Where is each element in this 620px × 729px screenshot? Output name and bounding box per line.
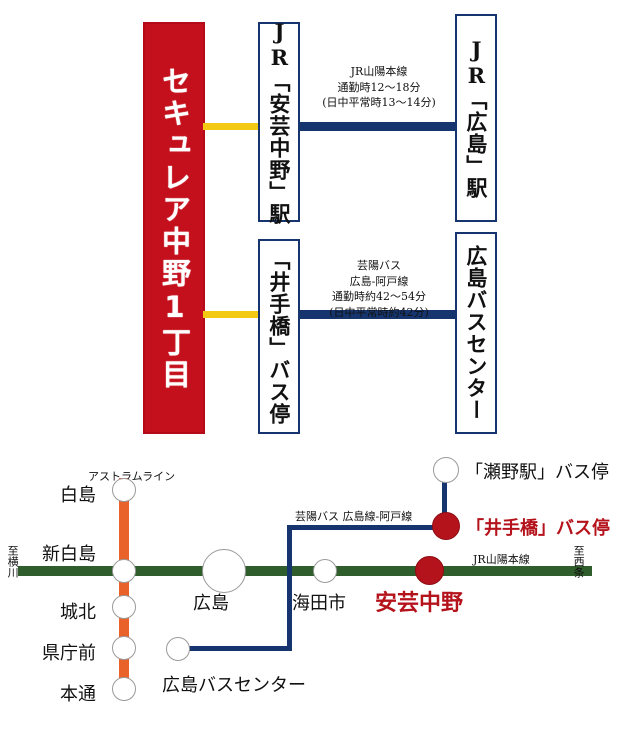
terminus-label-east: 至西条 [572, 545, 586, 578]
destination-box-bus: 広島バスセンター [455, 232, 497, 434]
origin-label-rail: JR「安芸中野」駅 [266, 19, 292, 225]
route-caption-rail-line-2: 通勤時12〜18分 [337, 80, 421, 94]
station-marker-hondori[interactable] [112, 677, 136, 701]
bus-line-segment-2 [287, 525, 292, 651]
bus-line-segment-4 [442, 470, 447, 530]
origin-label-bus: 「井手橋」バス停 [266, 248, 292, 425]
terminus-label-west: 至横川 [6, 545, 20, 578]
route-caption-rail-line-1: JR山陽本線 [350, 65, 408, 78]
bus-stop-marker-senoeki[interactable] [433, 457, 459, 483]
station-marker-johoku[interactable] [112, 595, 136, 619]
station-label-kaitaichi: 海田市 [292, 593, 346, 614]
destination-box-rail: JR「広島」駅 [455, 14, 497, 222]
station-marker-shin-hakushima[interactable] [112, 559, 136, 583]
station-label-hondori: 本通 [60, 684, 96, 705]
route-line-bus [297, 310, 460, 319]
property-banner: セキュレア中野1丁目 [143, 22, 205, 434]
station-label-hiroshima: 広島 [193, 593, 229, 614]
bus-stop-label-hiroshima-bus-center: 広島バスセンター [162, 675, 306, 696]
access-route-diagram: セキュレア中野1丁目 JR「安芸中野」駅 「井手橋」バス停 JR「広島」駅 広島… [143, 14, 497, 434]
origin-box-rail: JR「安芸中野」駅 [258, 19, 300, 225]
route-caption-rail: JR山陽本線 通勤時12〜18分 (日中平常時13〜14分) [303, 64, 455, 111]
bus-stop-marker-hiroshima-bus-center[interactable] [166, 637, 190, 661]
bus-line-label: 芸陽バス 広島線-阿戸線 [295, 510, 413, 523]
station-marker-hiroshima[interactable] [202, 549, 246, 593]
station-marker-hakushima[interactable] [112, 478, 136, 502]
route-caption-bus-line-1: 芸陽バス [357, 259, 401, 272]
bus-stop-marker-idebashi[interactable] [432, 512, 460, 540]
jr-line-label: JR山陽本線 [473, 553, 530, 566]
station-label-hakushima: 白島 [60, 485, 96, 506]
connector-link-rail [203, 123, 263, 130]
route-caption-bus-line-4: (日中平常時約42分) [329, 305, 429, 319]
bus-line-segment-1 [178, 646, 292, 651]
bus-stop-label-senoeki: 「瀬野駅」バス停 [465, 462, 609, 483]
bus-line-segment-3 [287, 525, 447, 530]
route-caption-rail-line-3: (日中平常時13〜14分) [322, 96, 436, 110]
jr-sanyo-line [18, 566, 592, 576]
station-label-johoku: 城北 [60, 602, 96, 623]
station-label-shin-hakushima: 新白島 [42, 544, 96, 565]
astram-line [119, 478, 129, 697]
station-label-aki-nakano: 安芸中野 [375, 590, 464, 616]
route-caption-bus-line-3: 通勤時約42〜54分 [332, 290, 426, 304]
origin-box-bus: 「井手橋」バス停 [258, 239, 300, 434]
destination-label-rail: JR「広島」駅 [463, 37, 489, 199]
station-marker-kenchomae[interactable] [112, 636, 136, 660]
route-line-rail [297, 122, 460, 131]
bus-stop-label-idebashi: 「井手橋」バス停 [466, 518, 610, 539]
route-caption-bus-line-2: 広島-阿戸線 [349, 274, 409, 288]
property-name: セキュレア中野1丁目 [157, 65, 192, 391]
destination-label-bus: 広島バスセンター [463, 245, 489, 421]
station-marker-aki-nakano[interactable] [415, 556, 444, 585]
astram-line-label: アストラムライン [88, 470, 176, 483]
station-label-kenchomae: 県庁前 [42, 643, 96, 664]
station-marker-kaitaichi[interactable] [313, 559, 337, 583]
connector-link-bus [203, 311, 263, 318]
route-caption-bus: 芸陽バス 広島-阿戸線 通勤時約42〜54分 (日中平常時約42分) [303, 258, 455, 320]
